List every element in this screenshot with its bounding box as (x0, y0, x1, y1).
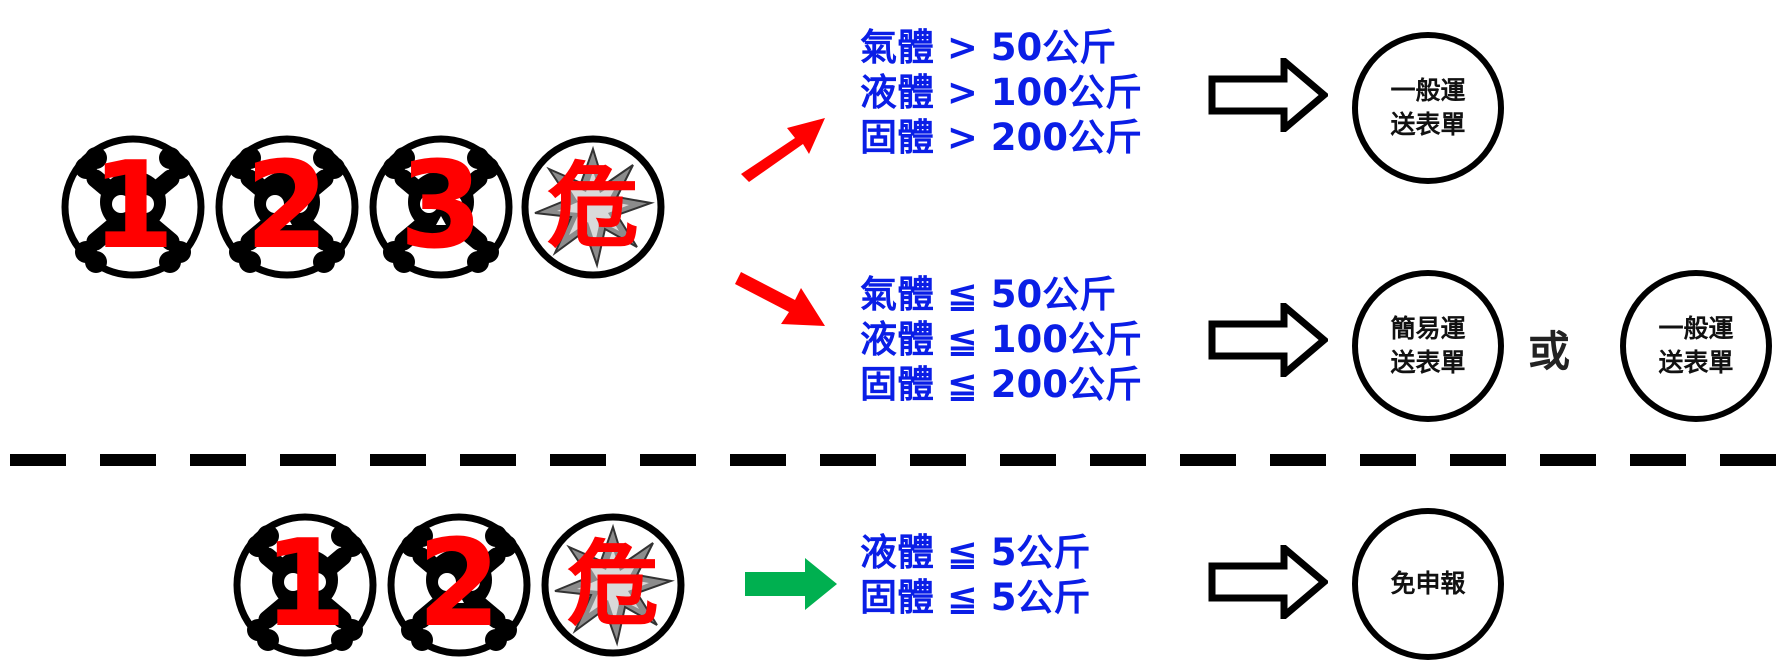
skull-crossbones-icon (387, 513, 531, 657)
toxic-badge-1: 1 (230, 510, 380, 660)
badge-number: 危 (546, 153, 639, 260)
result-line-1: 一般運 (1390, 76, 1466, 105)
condition-list-exempt: 液體 ≦ 5公斤 固體 ≦ 5公斤 (860, 530, 1091, 620)
condition-list-high: 氣體 > 50公斤 液體 > 100公斤 固體 > 200公斤 (860, 25, 1142, 160)
explosion-icon (521, 135, 665, 279)
red-up-arrow-icon (741, 118, 825, 182)
or-label: 或 (1528, 327, 1571, 376)
result-line-2: 送表單 (1658, 348, 1734, 377)
result-line-2: 送表單 (1390, 348, 1466, 377)
result-general-form-2: 一般運 送表單 (1620, 270, 1772, 422)
badge-number: 3 (399, 137, 483, 276)
condition-gas-high: 氣體 > 50公斤 (860, 26, 1117, 69)
hollow-right-arrow-icon (1208, 545, 1328, 619)
badge-number: 1 (263, 515, 347, 654)
condition-solid-high: 固體 > 200公斤 (860, 116, 1142, 159)
condition-liquid-low: 液體 ≦ 100公斤 (860, 318, 1142, 361)
dashed-divider (10, 454, 1792, 466)
result-exempt: 免申報 (1352, 508, 1504, 660)
badge-number: 危 (566, 531, 659, 638)
toxic-badge-2: 2 (212, 132, 362, 282)
badge-number: 2 (417, 515, 501, 654)
result-line-1: 簡易運 (1390, 314, 1466, 343)
skull-crossbones-icon (215, 135, 359, 279)
hazard-badge: 危 (518, 132, 668, 282)
skull-crossbones-icon (61, 135, 205, 279)
condition-list-low: 氣體 ≦ 50公斤 液體 ≦ 100公斤 固體 ≦ 200公斤 (860, 272, 1142, 407)
badge-number: 2 (245, 137, 329, 276)
badge-number: 1 (91, 137, 175, 276)
result-simple-form: 簡易運 送表單 (1352, 270, 1504, 422)
condition-liquid-high: 液體 > 100公斤 (860, 71, 1142, 114)
toxic-badge-2: 2 (384, 510, 534, 660)
condition-solid-exempt: 固體 ≦ 5公斤 (860, 576, 1091, 619)
skull-crossbones-icon (233, 513, 377, 657)
result-line-1: 一般運 (1658, 314, 1734, 343)
green-right-arrow-icon (745, 558, 837, 610)
condition-gas-low: 氣體 ≦ 50公斤 (860, 273, 1117, 316)
result-line-2: 送表單 (1390, 110, 1466, 139)
toxic-badge-3: 3 (366, 132, 516, 282)
result-line-1: 免申報 (1390, 569, 1466, 598)
red-down-arrow-icon (735, 272, 825, 326)
hazard-badge: 危 (538, 510, 688, 660)
hollow-right-arrow-icon (1208, 58, 1328, 132)
condition-solid-low: 固體 ≦ 200公斤 (860, 363, 1142, 406)
result-general-form-1: 一般運 送表單 (1352, 32, 1504, 184)
explosion-icon (541, 513, 685, 657)
condition-liquid-exempt: 液體 ≦ 5公斤 (860, 531, 1091, 574)
skull-crossbones-icon (369, 135, 513, 279)
toxic-badge-1: 1 (58, 132, 208, 282)
hollow-right-arrow-icon (1208, 303, 1328, 377)
